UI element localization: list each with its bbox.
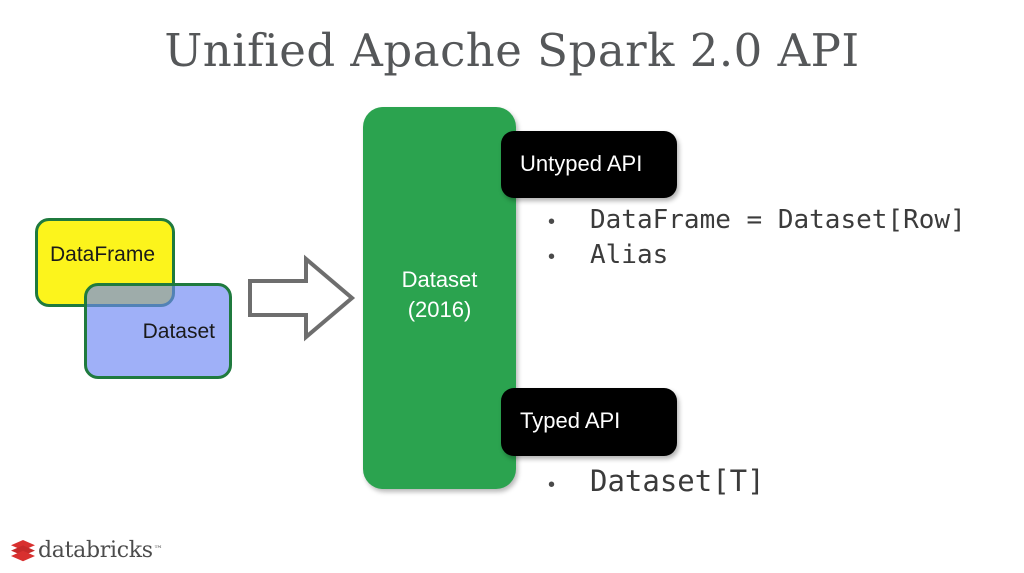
- typed-api-bullet-list: • Dataset[T]: [548, 462, 765, 500]
- databricks-wordmark: databricks: [38, 537, 153, 563]
- databricks-stacked-layers-icon: [10, 538, 36, 562]
- list-item: • Dataset[T]: [548, 462, 765, 500]
- list-item: • DataFrame = Dataset[Row]: [548, 203, 966, 238]
- dataset-pillar: Dataset (2016): [363, 107, 516, 489]
- list-item-label: Alias: [590, 240, 669, 270]
- dataset-box: Dataset: [84, 283, 232, 379]
- dataset-pillar-line2: (2016): [407, 297, 472, 322]
- bullet-marker-icon: •: [548, 211, 556, 233]
- untyped-api-chip-label: Untyped API: [520, 151, 643, 176]
- bullet-marker-icon: •: [548, 474, 556, 496]
- list-item: • Alias: [548, 238, 966, 273]
- dataset-pillar-text: Dataset (2016): [363, 265, 516, 325]
- databricks-logo: databricks ™: [10, 537, 163, 563]
- dataset-box-label: Dataset: [142, 320, 215, 343]
- typed-api-chip: Typed API: [501, 388, 677, 456]
- page-title: Unified Apache Spark 2.0 API: [164, 24, 860, 77]
- right-arrow-icon: [246, 253, 356, 343]
- typed-api-chip-label: Typed API: [520, 408, 621, 433]
- untyped-api-chip: Untyped API: [501, 131, 677, 198]
- untyped-api-bullet-list: • DataFrame = Dataset[Row] • Alias: [548, 203, 966, 273]
- dataset-pillar-line1: Dataset: [401, 267, 478, 292]
- trademark-icon: ™: [153, 545, 163, 555]
- bullet-marker-icon: •: [548, 246, 556, 268]
- list-item-label: Dataset[T]: [590, 464, 765, 498]
- list-item-label: DataFrame = Dataset[Row]: [590, 205, 966, 235]
- dataframe-box-label: DataFrame: [50, 243, 156, 266]
